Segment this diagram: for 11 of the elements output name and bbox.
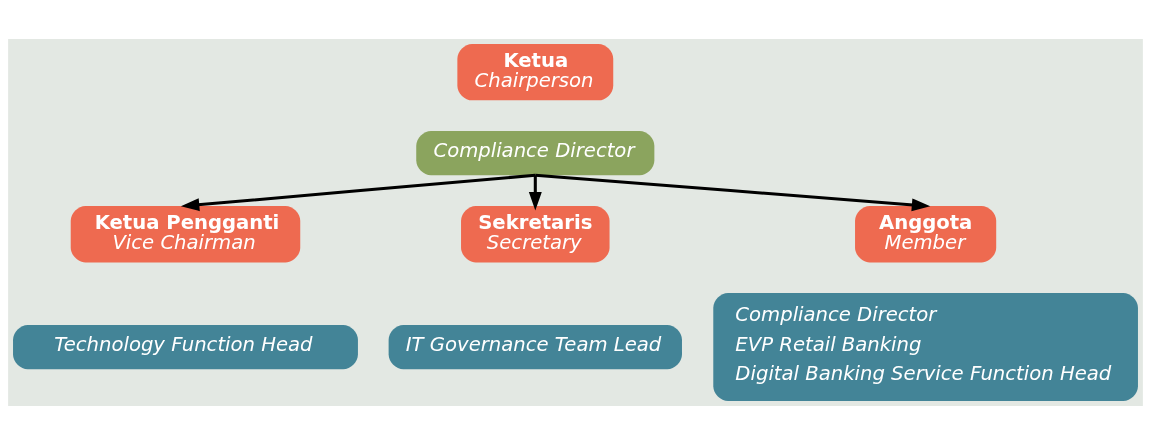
node-box: Compliance Director EVP Retail Banking Digital Banking Service Function Head bbox=[713, 292, 1138, 401]
arrow bbox=[180, 173, 536, 211]
node-box: Anggota Member bbox=[855, 205, 997, 262]
node-box: Compliance Director bbox=[416, 130, 655, 175]
node-box: Sekretaris Secretary bbox=[461, 205, 610, 262]
node-box: IT Governance Team Lead bbox=[388, 324, 682, 369]
node-box: Ketua Pengganti Vice Chairman bbox=[70, 205, 301, 262]
arrow bbox=[535, 173, 931, 211]
node-box: Technology Function Head bbox=[13, 324, 358, 369]
node-box: Ketua Chairperson bbox=[457, 43, 614, 100]
arrow bbox=[528, 174, 542, 211]
